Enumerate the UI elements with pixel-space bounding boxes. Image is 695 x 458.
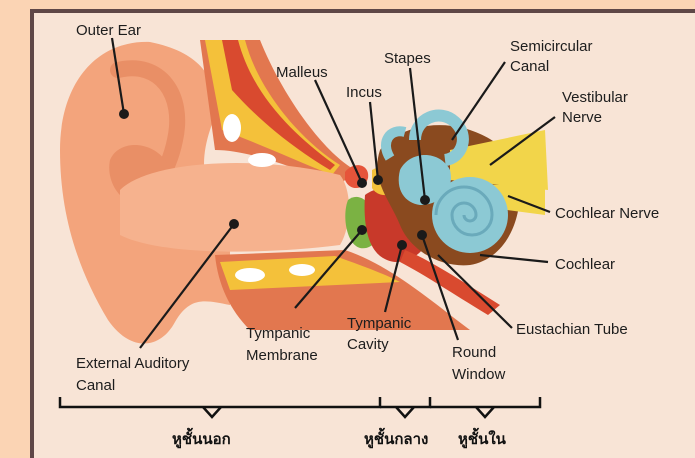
label-external-auditory-canal: External Auditory Canal: [76, 355, 194, 394]
label-external-auditory-canal-line2: Canal: [76, 377, 115, 394]
label-vestibular-nerve-line2: Nerve: [562, 109, 602, 126]
label-stapes: Stapes: [384, 50, 431, 67]
label-round-window-line1: Round: [452, 344, 496, 361]
outer-region-bracket-tip: [203, 407, 221, 417]
round-window-dot: [417, 230, 427, 240]
label-malleus: Malleus: [276, 64, 328, 81]
auditory-canal-tube: [120, 163, 349, 252]
label-cochlear-nerve: Cochlear Nerve: [555, 205, 659, 222]
incus-leader: [370, 102, 378, 180]
label-tympanic-cavity: Tympanic Cavity: [347, 315, 415, 353]
label-tympanic-cavity-line2: Cavity: [347, 336, 389, 353]
label-outer-ear: Outer Ear: [76, 22, 141, 39]
label-cochlear: Cochlear: [555, 256, 615, 273]
label-round-window: Round Window: [452, 344, 506, 383]
label-tympanic-membrane-line1: Tympanic: [246, 325, 311, 342]
inner-region-bracket-tip: [476, 407, 494, 417]
region-brackets: หูชั้นนอก หูชั้นกลาง หูชั้นใน: [60, 397, 540, 449]
label-vestibular-nerve-line1: Vestibular: [562, 89, 628, 106]
label-tympanic-cavity-line1: Tympanic: [347, 315, 412, 332]
label-semicircular-canal-line2: Canal: [510, 58, 549, 75]
label-tympanic-membrane-line2: Membrane: [246, 347, 318, 364]
label-incus: Incus: [346, 84, 382, 101]
cartilage-spot-2: [248, 153, 276, 167]
region-label-middle: หูชั้นกลาง: [364, 427, 428, 449]
tympanic-membrane-dot: [357, 225, 367, 235]
label-vestibular-nerve: Vestibular Nerve: [562, 89, 632, 126]
region-label-outer: หูชั้นนอก: [172, 427, 231, 449]
inner-region-bracket: [430, 397, 540, 407]
semicircular-canal-leader: [452, 62, 505, 140]
cartilage-spot-4: [289, 264, 315, 276]
label-semicircular-canal: Semicircular Canal: [510, 38, 597, 75]
region-label-inner: หูชั้นใน: [458, 427, 507, 449]
middle-region-bracket-tip: [396, 407, 414, 417]
label-eustachian-tube: Eustachian Tube: [516, 321, 628, 338]
malleus-dot: [357, 178, 367, 188]
outer-region-bracket: [60, 397, 380, 407]
cochlear-leader: [480, 255, 548, 262]
cartilage-spot-3: [235, 268, 265, 282]
stapes-dot: [420, 195, 430, 205]
external-auditory-canal-dot: [229, 219, 239, 229]
label-external-auditory-canal-line1: External Auditory: [76, 355, 190, 372]
label-tympanic-membrane: Tympanic Membrane: [246, 325, 318, 364]
middle-region-bracket: [380, 397, 430, 407]
tympanic-cavity-dot: [397, 240, 407, 250]
outer-ear-dot: [119, 109, 129, 119]
label-round-window-line2: Window: [452, 366, 506, 383]
label-semicircular-canal-line1: Semicircular: [510, 38, 593, 55]
incus-dot: [373, 175, 383, 185]
cartilage-spot-1: [223, 114, 241, 142]
